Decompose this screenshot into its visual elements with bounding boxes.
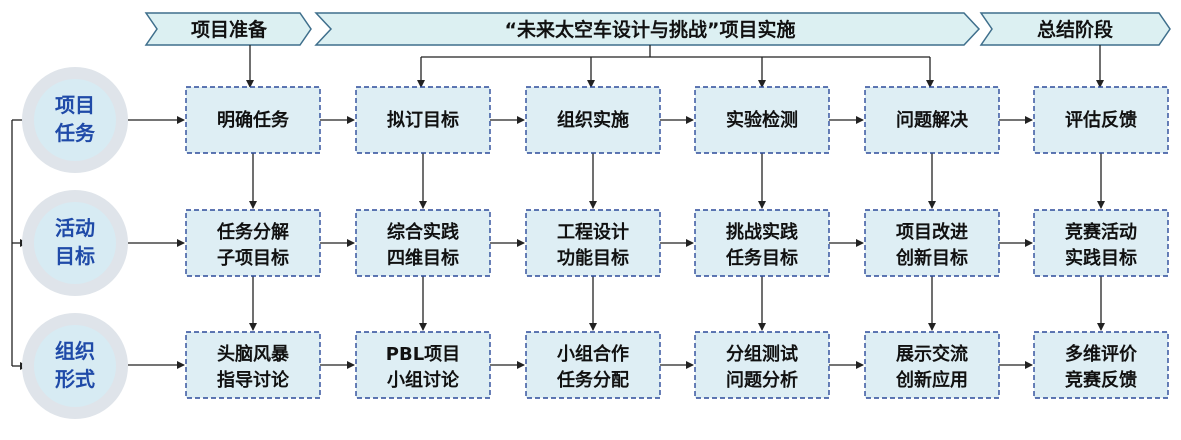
flow-box-line1: 展示交流 — [896, 343, 968, 365]
flow-box-line2: 功能目标 — [557, 247, 629, 269]
flow-box-frame — [694, 86, 830, 154]
flow-box-frame — [185, 331, 321, 399]
flow-box-line1: 头脑风暴 — [217, 343, 290, 365]
flow-box-line1: 工程设计 — [557, 221, 629, 243]
row-label-text-2: 形式 — [55, 367, 95, 391]
flow-box-frame — [864, 86, 1000, 154]
phase-label-preparation: 项目准备 — [191, 18, 268, 41]
banner-connectors — [246, 45, 1104, 88]
phase-banner-summary — [979, 12, 1171, 46]
flow-box-line1: 评估反馈 — [1065, 109, 1137, 131]
flow-box-frame — [185, 209, 321, 277]
phase-label-summary: 总结阶段 — [1037, 18, 1114, 41]
flow-box-frame — [525, 331, 661, 399]
row-label-project-task: 项目 任务 — [22, 67, 128, 173]
phase-banner-preparation — [144, 12, 312, 46]
flow-box-frame — [694, 331, 830, 399]
flow-box-frame — [694, 209, 830, 277]
flow-box-frame — [525, 209, 661, 277]
flow-box: 问题解决 — [864, 86, 1000, 154]
row-label-organization-form: 组织 形式 — [22, 313, 128, 419]
row-label-text-2: 任务 — [54, 121, 96, 145]
flow-box-line2: 四维目标 — [387, 247, 459, 269]
flow-box-frame — [864, 331, 1000, 399]
flow-box-line2: 任务目标 — [725, 247, 798, 269]
phase-label-implementation: “未来太空车设计与挑战”项目实施 — [505, 18, 796, 41]
flow-box-line1: 挑战实践 — [726, 221, 798, 243]
flow-box-line1: 实验检测 — [726, 109, 798, 131]
flow-box-frame — [355, 331, 491, 399]
flow-box-line1: 项目改进 — [896, 221, 968, 243]
row-label-inner-circle — [34, 79, 116, 161]
row-labels: 项目 任务 活动 目标 组织 形式 — [22, 67, 128, 419]
flow-box-line2: 小组讨论 — [387, 369, 460, 391]
flow-box-frame — [355, 209, 491, 277]
row-label-text-2: 目标 — [55, 244, 95, 268]
row-label-inner-circle — [34, 325, 116, 407]
flow-box-line2: 任务分配 — [556, 369, 629, 391]
flow-arrows — [128, 116, 1105, 369]
flow-box-frame — [1033, 209, 1169, 277]
flow-box-line1: 竞赛活动 — [1065, 221, 1137, 243]
flow-box-line1: 任务分解 — [216, 221, 289, 243]
flow-box-frame — [1033, 86, 1169, 154]
flow-box: 评估反馈 — [1033, 86, 1169, 154]
flow-box-line1: 组织实施 — [557, 109, 629, 131]
flow-box: 拟订目标 — [355, 86, 491, 154]
phase-banners: 项目准备 “未来太空车设计与挑战”项目实施 总结阶段 — [144, 12, 1171, 46]
row-label-text-1: 活动 — [55, 216, 95, 240]
row-label-text-1: 组织 — [55, 339, 95, 363]
flow-box-line2: 问题分析 — [726, 369, 798, 391]
phase-banner-implementation — [314, 12, 981, 46]
flow-box-frame — [525, 86, 661, 154]
flow-box-frame — [864, 209, 1000, 277]
row-label-inner-circle — [34, 202, 116, 284]
row-label-activity-goal: 活动 目标 — [22, 190, 128, 296]
flow-box-line2: 子项目标 — [217, 247, 289, 269]
flow-box: 组织实施 — [525, 86, 661, 154]
flow-box-line2: 指导讨论 — [217, 369, 290, 391]
flow-boxes: 明确任务拟订目标组织实施实验检测问题解决评估反馈任务分解子项目标综合实践四维目标… — [185, 86, 1169, 399]
flow-box-frame — [355, 86, 491, 154]
flow-box-line1: 多维评价 — [1065, 343, 1138, 365]
flow-box-line2: 创新目标 — [895, 247, 968, 269]
flow-box-line2: 实践目标 — [1065, 247, 1137, 269]
flow-box-line1: 小组合作 — [557, 343, 629, 365]
flow-box-line1: 明确任务 — [217, 109, 290, 131]
flow-box-line1: 拟订目标 — [387, 109, 459, 131]
flow-box-line2: 竞赛反馈 — [1065, 369, 1137, 391]
flow-box-line1: PBL项目 — [386, 344, 460, 365]
flow-box-frame — [185, 86, 321, 154]
flow-box-line1: 综合实践 — [387, 221, 459, 243]
flow-box-line1: 分组测试 — [726, 343, 798, 365]
row-label-text-1: 项目 — [55, 93, 95, 117]
flow-box-line1: 问题解决 — [896, 109, 969, 131]
flow-box-frame — [1033, 331, 1169, 399]
flow-box-line2: 创新应用 — [895, 369, 968, 391]
flow-box: 实验检测 — [694, 86, 830, 154]
flow-box: 明确任务 — [185, 86, 321, 154]
